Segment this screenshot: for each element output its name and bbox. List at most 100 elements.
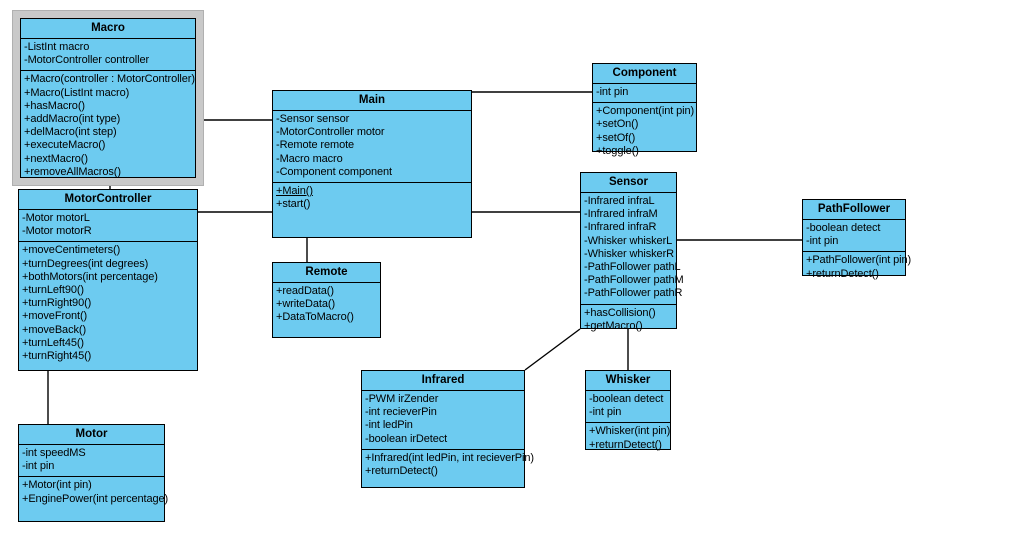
- class-title-infrared: Infrared: [362, 371, 524, 391]
- class-title-main: Main: [273, 91, 471, 111]
- class-operations-whisker: +Whisker(int pin) +returnDetect(): [586, 422, 670, 454]
- attribute-row: -boolean irDetect: [365, 432, 448, 445]
- operation-row: +addMacro(int type): [24, 113, 121, 126]
- class-box-component[interactable]: Component -int pin +Component(int pin) +…: [592, 63, 697, 157]
- attribute-row: -boolean detect: [589, 393, 664, 405]
- operation-row: +moveFront(): [22, 310, 88, 323]
- operation-row: +hasCollision(): [584, 306, 656, 319]
- operation-row: +setOn(): [596, 118, 639, 131]
- operation-row: +bothMotors(int percentage): [22, 270, 158, 283]
- operation-row: +writeData(): [276, 298, 336, 311]
- operation-row: +Infrared(int ledPin, int recieverPin): [365, 451, 534, 464]
- attribute-row: -Whisker whiskerL: [584, 234, 673, 247]
- attribute-row: -boolean detect: [806, 222, 881, 234]
- class-attributes-motorcontroller: -Motor motorL -Motor motorR: [19, 210, 197, 241]
- attribute-row: -Component component: [276, 165, 393, 178]
- class-box-remote[interactable]: Remote +readData() +writeData() +DataToM…: [272, 262, 381, 338]
- class-operations-remote: +readData() +writeData() +DataToMacro(): [273, 283, 380, 328]
- class-title-sensor: Sensor: [581, 173, 676, 193]
- operation-row: +Macro(ListInt macro): [24, 86, 130, 99]
- attribute-row: -Infrared infraR: [584, 221, 657, 234]
- attribute-row: -PWM irZender: [365, 393, 439, 405]
- class-attributes-whisker: -boolean detect -int pin: [586, 391, 670, 422]
- operation-row: +delMacro(int step): [24, 126, 117, 139]
- attribute-row: -MotorController controller: [24, 54, 150, 67]
- attribute-row: -Remote remote: [276, 139, 355, 152]
- class-title-pathfollower: PathFollower: [803, 200, 905, 220]
- class-operations-component: +Component(int pin) +setOn() +setOf() +t…: [593, 102, 696, 161]
- class-title-remote: Remote: [273, 263, 380, 283]
- operation-row: +readData(): [276, 285, 334, 297]
- operation-row: +setOf(): [596, 131, 636, 144]
- attribute-row: -Whisker whiskerR: [584, 247, 674, 260]
- operation-row: +nextMacro(): [24, 152, 88, 165]
- attribute-row: -int pin: [806, 235, 839, 248]
- attribute-row: -PathFollower pathM: [584, 274, 684, 287]
- class-box-main[interactable]: Main -Sensor sensor -MotorController mot…: [272, 90, 472, 238]
- class-attributes-infrared: -PWM irZender -int recieverPin -int ledP…: [362, 391, 524, 449]
- class-box-sensor[interactable]: Sensor -Infrared infraL -Infrared infraM…: [580, 172, 684, 332]
- operation-row: +Component(int pin): [596, 105, 695, 118]
- operation-row: +hasMacro(): [24, 99, 85, 112]
- class-title-component: Component: [593, 64, 696, 84]
- operation-row: +Macro(controller : MotorController): [24, 73, 195, 86]
- attribute-row: -Motor motorL: [22, 212, 90, 224]
- attribute-row: -ListInt macro: [24, 41, 90, 53]
- operation-row: +turnLeft90(): [22, 284, 84, 297]
- operation-row: +EnginePower(int percentage): [22, 492, 169, 505]
- operation-row: +turnLeft45(): [22, 336, 84, 349]
- attribute-row: -int recieverPin: [365, 406, 437, 419]
- attribute-row: -MotorController motor: [276, 126, 385, 139]
- class-title-macro: Macro: [21, 19, 195, 39]
- operation-row: +removeAllMacros(): [24, 165, 121, 178]
- class-operations-infrared: +Infrared(int ledPin, int recieverPin) +…: [362, 448, 534, 481]
- class-operations-macro: +Macro(controller : MotorController) +Ma…: [21, 70, 195, 182]
- class-attributes-pathfollower: -boolean detect -int pin: [803, 220, 905, 251]
- class-attributes-motor: -int speedMS -int pin: [19, 445, 164, 476]
- class-box-macro[interactable]: Macro -ListInt macro -MotorController co…: [20, 18, 196, 178]
- class-title-motor: Motor: [19, 425, 164, 445]
- attribute-row: -Motor motorR: [22, 225, 92, 238]
- operation-row: +turnRight45(): [22, 350, 92, 363]
- attribute-row: -int speedMS: [22, 447, 86, 459]
- class-box-pathfollower[interactable]: PathFollower -boolean detect -int pin +P…: [802, 199, 911, 280]
- attribute-row: -Sensor sensor: [276, 113, 350, 125]
- operation-row: +moveBack(): [22, 323, 87, 336]
- class-title-motorcontroller: MotorController: [19, 190, 197, 210]
- class-attributes-component: -int pin: [593, 84, 696, 102]
- connector-sensor-infrared[interactable]: [524, 328, 581, 371]
- class-attributes-macro: -ListInt macro -MotorController controll…: [21, 39, 195, 70]
- operation-row: +turnRight90(): [22, 297, 92, 310]
- class-attributes-sensor: -Infrared infraL -Infrared infraM -Infra…: [581, 193, 684, 304]
- class-operations-motor: +Motor(int pin) +EnginePower(int percent…: [19, 476, 169, 508]
- class-operations-pathfollower: +PathFollower(int pin) +returnDetect(): [803, 251, 911, 283]
- class-box-motorcontroller[interactable]: MotorController -Motor motorL -Motor mot…: [18, 189, 198, 371]
- operation-row: +returnDetect(): [365, 465, 438, 478]
- operation-row: +moveCentimeters(): [22, 244, 121, 257]
- operation-row: +executeMacro(): [24, 139, 106, 152]
- attribute-row: -Macro macro: [276, 152, 343, 165]
- attribute-row: -PathFollower pathL: [584, 261, 681, 274]
- attribute-row: -PathFollower pathR: [584, 287, 683, 300]
- operation-row: +toggle(): [596, 144, 639, 157]
- class-box-infrared[interactable]: Infrared -PWM irZender -int recieverPin …: [361, 370, 534, 488]
- attribute-row: -int ledPin: [365, 419, 413, 432]
- operation-row: +getMacro(): [584, 319, 643, 332]
- attribute-row: -int pin: [589, 406, 622, 419]
- class-operations-sensor: +hasCollision() +getMacro(): [581, 303, 676, 336]
- attribute-row: -Infrared infraM: [584, 208, 658, 221]
- class-title-whisker: Whisker: [586, 371, 670, 391]
- operation-row: +returnDetect(): [589, 438, 662, 451]
- operation-row: +Whisker(int pin): [589, 425, 671, 438]
- operation-row: +turnDegrees(int degrees): [22, 257, 149, 270]
- operation-row: +returnDetect(): [806, 267, 879, 280]
- class-box-motor[interactable]: Motor -int speedMS -int pin +Motor(int p…: [18, 424, 169, 522]
- operation-row: +start(): [276, 198, 311, 211]
- attribute-row: -Infrared infraL: [584, 195, 655, 207]
- class-box-whisker[interactable]: Whisker -boolean detect -int pin +Whiske…: [585, 370, 671, 451]
- attribute-row: -int pin: [596, 86, 629, 98]
- operation-row: +DataToMacro(): [276, 311, 354, 324]
- attribute-row: -int pin: [22, 460, 55, 473]
- operation-row-static: +Main(): [276, 185, 313, 198]
